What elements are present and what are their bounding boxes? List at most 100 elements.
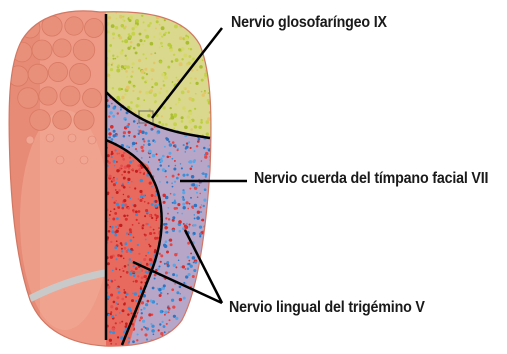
speckle [185,147,187,149]
speckle [189,224,191,226]
speckle [118,228,120,230]
speckle [203,259,204,260]
speckle [161,321,163,323]
speckle [113,301,116,304]
speckle [130,41,133,44]
speckle [133,120,136,123]
speckle [214,209,217,212]
speckle [156,153,158,155]
speckle [120,336,123,339]
speckle [183,223,185,225]
speckle [194,6,197,9]
speckle [144,234,145,235]
speckle [199,284,201,286]
speckle [132,340,135,343]
speckle [160,164,162,166]
speckle [122,18,124,20]
speckle [115,182,117,184]
speckle [163,84,166,87]
speckle [150,42,154,46]
speckle [211,271,213,273]
speckle [190,48,192,50]
speckle [123,303,126,306]
speckle [116,296,119,299]
speckle [129,161,132,164]
papilla [48,62,67,81]
speckle [114,234,117,237]
speckle [130,101,133,104]
speckle [115,26,118,29]
speckle [134,274,136,276]
speckle [208,346,211,349]
speckle [212,66,214,68]
speckle [111,24,115,28]
speckle [148,150,152,154]
speckle [149,258,152,261]
speckle [172,141,175,144]
speckle [162,106,165,109]
speckle [129,228,132,231]
speckle [201,272,203,274]
speckle [160,343,163,346]
speckle [164,226,167,229]
speckle [185,37,189,41]
speckle [206,148,208,150]
speckle [141,7,143,9]
speckle [146,73,148,75]
speckle [121,68,123,70]
speckle [212,54,214,56]
speckle [112,331,115,334]
speckle [138,126,140,128]
speckle [129,272,132,275]
speckle [181,2,184,5]
speckle [136,150,138,152]
speckle [135,267,138,270]
speckle [169,118,171,120]
speckle [145,255,147,257]
speckle [131,32,135,36]
speckle [175,266,177,268]
speckle [138,210,141,213]
speckle [137,164,140,167]
speckle [128,337,130,339]
speckle [214,269,217,272]
speckle [214,170,216,172]
speckle [162,155,165,158]
speckle [196,280,198,282]
speckle [127,171,130,174]
speckle [117,303,119,305]
speckle [127,181,129,183]
speckle [161,26,165,30]
speckle [109,111,112,114]
speckle [161,0,163,2]
speckle [213,332,215,334]
speckle [163,344,165,346]
speckle [201,204,203,206]
speckle [201,23,203,25]
speckle [120,109,122,111]
speckle [140,316,143,319]
papilla-small [80,156,88,164]
speckle [131,83,134,86]
speckle [200,211,202,213]
speckle [115,322,117,324]
speckle [170,4,173,7]
speckle [129,19,132,22]
speckle [126,65,129,68]
speckle [208,31,212,35]
speckle [146,344,148,346]
speckle [188,311,190,313]
speckle [120,164,123,167]
speckle [188,263,191,266]
speckle [113,177,115,179]
speckle [146,338,148,340]
speckle [161,73,164,76]
speckle [160,88,162,90]
speckle [119,153,121,155]
speckle [135,213,138,216]
speckle [206,61,210,65]
speckle [154,274,157,277]
speckle [108,16,111,19]
speckle [205,9,207,11]
speckle [142,320,145,323]
